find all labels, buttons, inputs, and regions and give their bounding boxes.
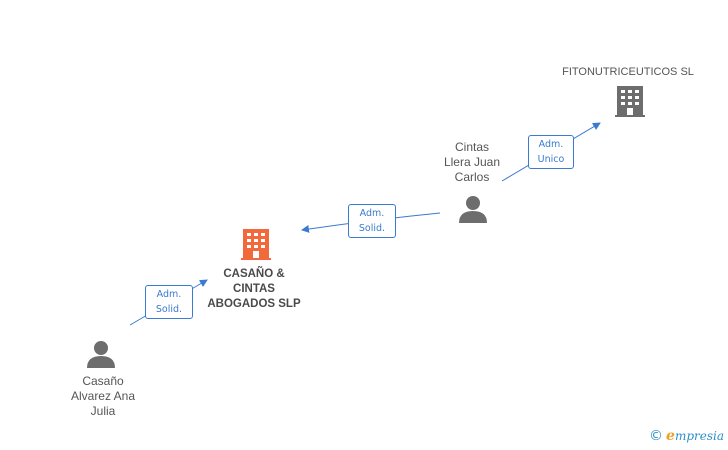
building-icon[interactable]: [615, 86, 645, 117]
node-label-line: Alvarez Ana: [70, 389, 136, 403]
node-label-line: Cintas: [454, 140, 489, 154]
edge-label-line: Solid.: [358, 223, 386, 234]
building-icon[interactable]: [241, 229, 271, 260]
node-label-line: Casaño: [82, 374, 124, 388]
node-label-line: ABOGADOS SLP: [207, 298, 301, 310]
copyright-icon: ©: [649, 428, 664, 444]
node-label-line: CINTAS: [233, 283, 275, 295]
edge-label-line: Adm.: [538, 139, 564, 150]
node-label-cintas-llera[interactable]: Cintas Llera Juan Carlos: [422, 140, 522, 185]
node-label-casano-cintas[interactable]: CASAÑO & CINTAS ABOGADOS SLP: [194, 267, 314, 312]
edge-label-line: Unico: [537, 154, 565, 165]
empresia-logo: empresia: [666, 428, 724, 444]
edge-label-line: Adm.: [359, 208, 385, 219]
edge-label-line: Adm.: [156, 289, 182, 300]
edge-label-adm-unico[interactable]: Adm. Unico: [528, 135, 574, 169]
node-label-line: CASAÑO &: [223, 268, 285, 280]
node-label-line: Julia: [90, 404, 116, 418]
empresia-footer[interactable]: © empresia: [649, 428, 724, 444]
node-label-casano-alvarez[interactable]: Casaño Alvarez Ana Julia: [53, 374, 153, 419]
node-label-fitonutriceuticos[interactable]: FITONUTRICEUTICOS SL: [548, 65, 708, 80]
edge-label-adm-solid[interactable]: Adm. Solid.: [145, 285, 193, 319]
edge-label-line: Solid.: [155, 304, 183, 315]
node-label-line: Carlos: [454, 170, 490, 184]
edge-label-adm-solid[interactable]: Adm. Solid.: [348, 204, 396, 238]
person-icon[interactable]: [459, 196, 487, 223]
node-label-line: Llera Juan: [443, 155, 501, 169]
person-icon[interactable]: [87, 341, 115, 368]
node-label-line: FITONUTRICEUTICOS SL: [562, 66, 694, 78]
